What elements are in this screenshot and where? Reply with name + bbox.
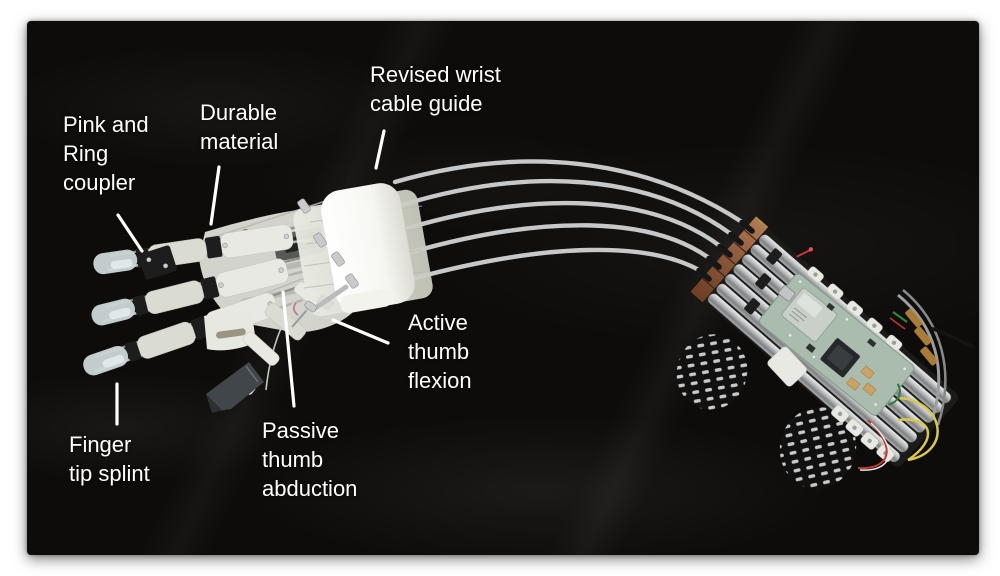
label-line: flexion [408,368,472,393]
label-line: cable guide [370,91,483,116]
label-active-thumb-flexion: Active thumb flexion [408,308,472,395]
label-pink-ring-coupler: Pink and Ring coupler [63,110,149,197]
photo-background [27,21,979,555]
label-line: Active [408,310,468,335]
label-line: Finger [69,432,132,457]
label-revised-wrist-cable-guide: Revised wrist cable guide [370,60,501,118]
label-line: Durable [200,100,278,125]
label-line: Pink and [63,112,149,137]
label-line: coupler [63,170,136,195]
label-line: abduction [262,476,358,501]
label-durable-material: Durable material [200,98,278,156]
label-line: Passive [262,418,340,443]
label-line: material [200,129,279,154]
label-line: tip splint [69,461,150,486]
label-line: thumb [262,447,324,472]
label-line: Revised wrist [370,62,501,87]
label-line: thumb [408,339,470,364]
label-passive-thumb-abduction: Passive thumb abduction [262,416,357,503]
label-finger-tip-splint: Finger tip splint [69,430,150,488]
label-line: Ring [63,141,109,166]
